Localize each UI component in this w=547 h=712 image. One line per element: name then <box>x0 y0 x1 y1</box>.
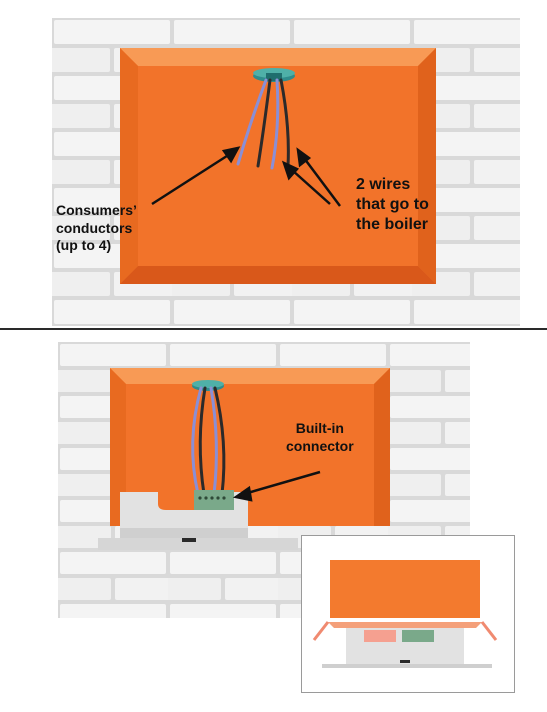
inset-svg <box>312 560 498 668</box>
recessed-box <box>110 368 390 526</box>
top-installation-view <box>52 18 520 326</box>
section-divider <box>0 328 547 330</box>
consumers-conductors-label: Consumers’ conductors (up to 4) <box>56 202 137 253</box>
boiler-wires-label: 2 wires that go to the boiler <box>356 176 429 233</box>
built-in-connector-label: Built-in connector <box>286 420 354 454</box>
callout-arrow <box>232 470 321 502</box>
wall-gland-icon <box>253 68 295 82</box>
wires <box>191 386 226 496</box>
wires <box>236 78 290 170</box>
connector-icon <box>194 490 234 510</box>
wall-gland-icon <box>192 380 224 391</box>
inset-side-view <box>301 535 515 693</box>
callout-arrows <box>151 146 341 207</box>
top-scene-svg <box>52 18 520 326</box>
thermostat-base <box>98 492 298 550</box>
